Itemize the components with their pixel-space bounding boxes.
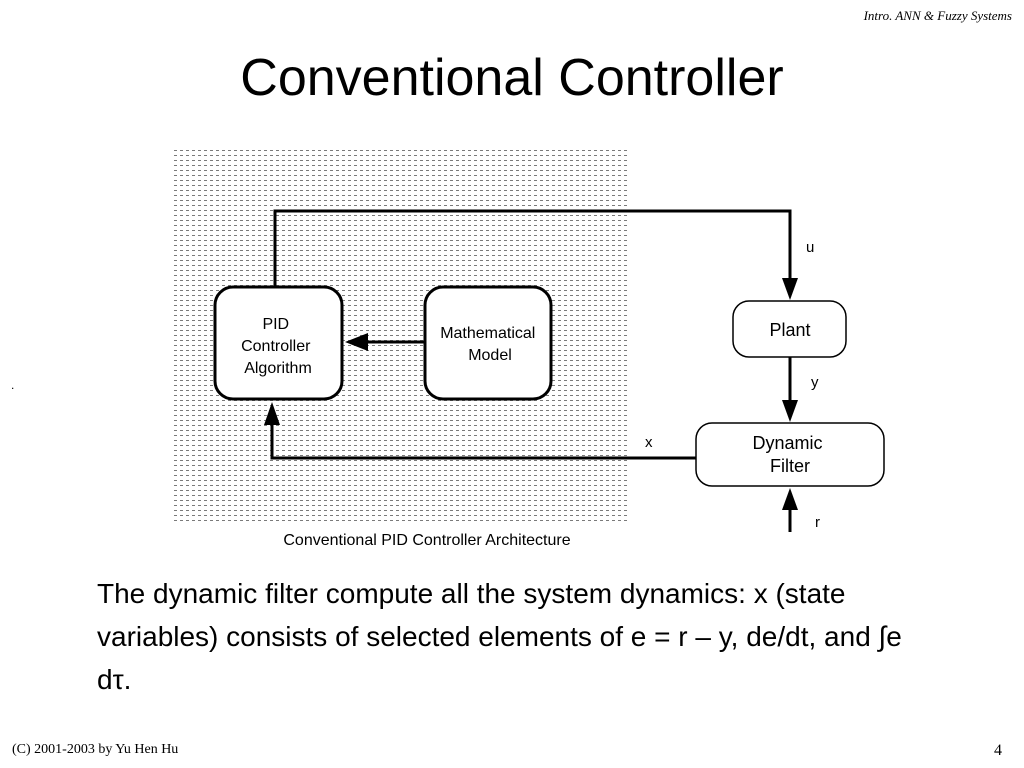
plant-label: Plant <box>769 320 810 340</box>
diagram-caption: Conventional PID Controller Architecture <box>283 532 570 549</box>
page-number: 4 <box>994 742 1002 759</box>
svg-text:Plant: Plant <box>769 320 810 340</box>
arrowhead-x <box>264 402 280 425</box>
signal-label-x: x <box>645 434 653 451</box>
pid-label-line-3: Algorithm <box>244 360 312 377</box>
arrowhead-r <box>782 488 798 510</box>
model-label-line-1: Mathematical <box>440 325 535 342</box>
body-paragraph: The dynamic filter compute all the syste… <box>97 578 902 695</box>
signal-label-u: u <box>806 239 814 256</box>
svg-text:Dynamic Filter: Dynamic Filter <box>752 433 827 476</box>
svg-text:Mathematical Model: Mathematical Model <box>440 325 540 364</box>
arrowhead-y <box>782 400 798 422</box>
stray-mark: . <box>11 378 15 392</box>
model-label-line-2: Model <box>468 347 512 364</box>
pid-block: PID Controller Algorithm <box>213 285 344 401</box>
pid-label-line-1: PID <box>262 316 289 333</box>
course-title-header: Intro. ANN & Fuzzy Systems <box>863 8 1012 23</box>
footer-copyright: (C) 2001-2003 by Yu Hen Hu <box>12 742 179 757</box>
arrowhead-model-to-pid <box>345 333 368 351</box>
signal-arrowheads <box>264 278 798 510</box>
signal-label-y: y <box>811 374 819 391</box>
filter-label-line-2: Filter <box>770 456 810 476</box>
wire-u <box>273 209 792 288</box>
mathematical-model-block: Mathematical Model <box>423 285 553 401</box>
signal-label-r: r <box>815 514 820 531</box>
svg-text:PID Controller Alg: PID Controller Algorithm <box>241 316 315 377</box>
slide-title: Conventional Controller <box>240 49 784 107</box>
pid-label-line-2: Controller <box>241 338 311 355</box>
plant-block: Plant <box>732 300 847 358</box>
dynamic-filter-block: Dynamic Filter <box>695 422 885 487</box>
filter-label-line-1: Dynamic <box>752 433 822 453</box>
arrowhead-u <box>782 278 798 300</box>
wire-x <box>270 422 696 460</box>
